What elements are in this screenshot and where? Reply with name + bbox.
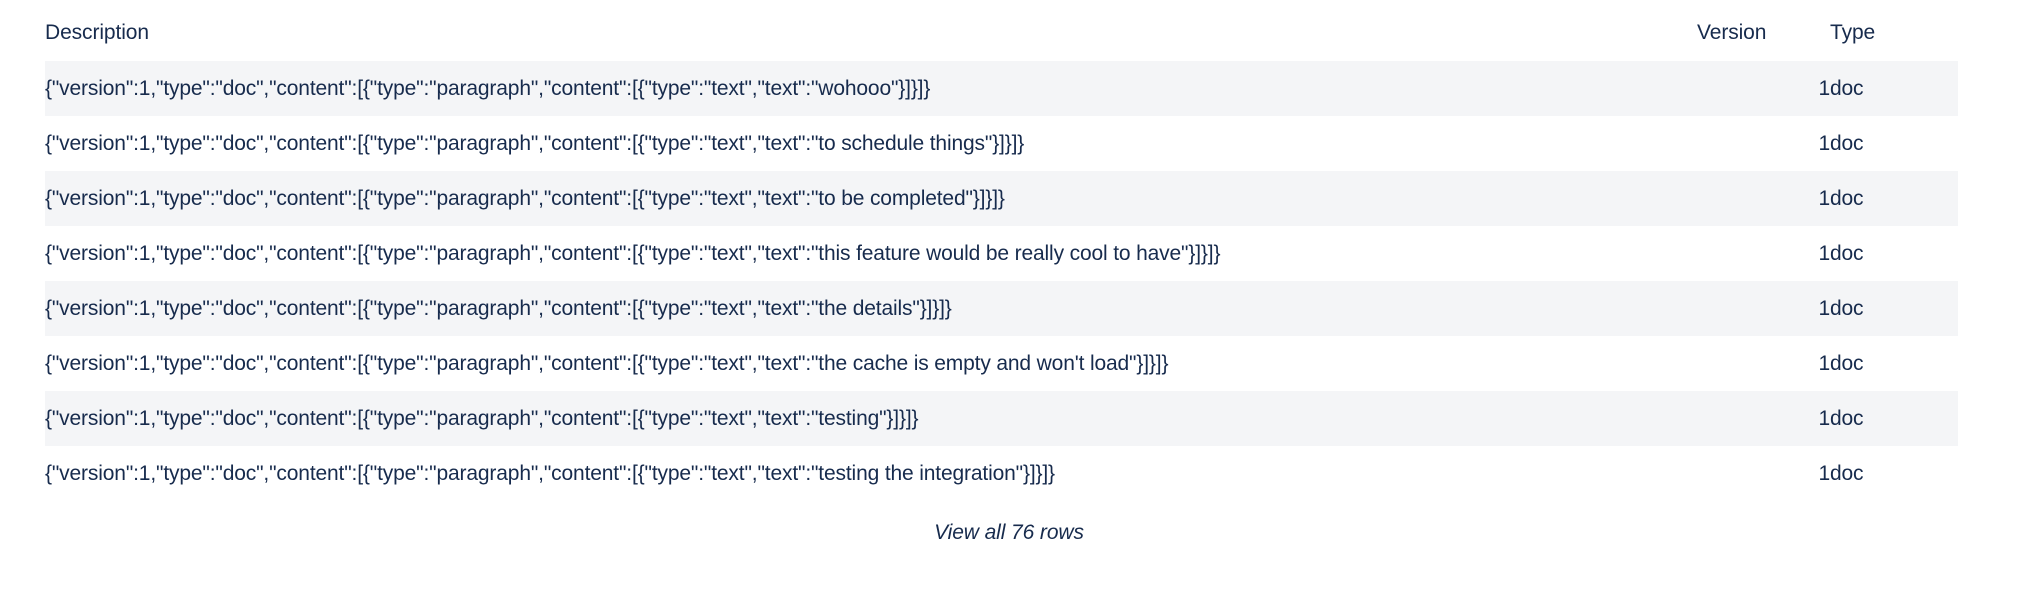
cell-description: {"version":1,"type":"doc","content":[{"t… <box>45 77 931 101</box>
cell-description: {"version":1,"type":"doc","content":[{"t… <box>45 187 1005 211</box>
cell-version: 1 <box>1818 242 1830 266</box>
table-row[interactable]: {"version":1,"type":"doc","content":[{"t… <box>45 391 1958 447</box>
cell-description: {"version":1,"type":"doc","content":[{"t… <box>45 132 1025 156</box>
cell-description: {"version":1,"type":"doc","content":[{"t… <box>45 242 1221 266</box>
cell-version: 1 <box>1818 132 1830 156</box>
cell-type: doc <box>1830 352 1864 376</box>
cell-version: 1 <box>1818 297 1830 321</box>
table-row[interactable]: {"version":1,"type":"doc","content":[{"t… <box>45 171 1958 227</box>
table-row[interactable]: {"version":1,"type":"doc","content":[{"t… <box>45 116 1958 172</box>
results-table: Description Version Type {"version":1,"t… <box>45 20 1958 502</box>
cell-type: doc <box>1830 462 1864 486</box>
cell-version: 1 <box>1818 187 1830 211</box>
cell-type: doc <box>1830 187 1864 211</box>
table-row[interactable]: {"version":1,"type":"doc","content":[{"t… <box>45 446 1958 502</box>
cell-version: 1 <box>1818 352 1830 376</box>
cell-type: doc <box>1830 242 1864 266</box>
cell-version: 1 <box>1818 77 1830 101</box>
table-row[interactable]: {"version":1,"type":"doc","content":[{"t… <box>45 226 1958 282</box>
column-header-version[interactable]: Version <box>1697 21 1767 44</box>
cell-version: 1 <box>1818 462 1830 486</box>
column-header-description[interactable]: Description <box>45 21 149 44</box>
table-header: Description Version Type <box>45 20 1958 61</box>
cell-description: {"version":1,"type":"doc","content":[{"t… <box>45 407 919 431</box>
table-row[interactable]: {"version":1,"type":"doc","content":[{"t… <box>45 281 1958 337</box>
cell-type: doc <box>1830 407 1864 431</box>
cell-type: doc <box>1830 297 1864 321</box>
results-table-container: Description Version Type {"version":1,"t… <box>45 20 1958 545</box>
column-header-type[interactable]: Type <box>1830 21 1876 44</box>
table-body: {"version":1,"type":"doc","content":[{"t… <box>45 61 1958 502</box>
view-all-rows-link[interactable]: View all 76 rows <box>934 521 1084 545</box>
table-row[interactable]: {"version":1,"type":"doc","content":[{"t… <box>45 336 1958 392</box>
cell-description: {"version":1,"type":"doc","content":[{"t… <box>45 462 1055 486</box>
cell-description: {"version":1,"type":"doc","content":[{"t… <box>45 297 952 321</box>
cell-type: doc <box>1830 77 1864 101</box>
cell-version: 1 <box>1818 407 1830 431</box>
table-header-row: Description Version Type <box>45 20 1958 61</box>
cell-description: {"version":1,"type":"doc","content":[{"t… <box>45 352 1169 376</box>
cell-type: doc <box>1830 132 1864 156</box>
table-row[interactable]: {"version":1,"type":"doc","content":[{"t… <box>45 61 1958 117</box>
